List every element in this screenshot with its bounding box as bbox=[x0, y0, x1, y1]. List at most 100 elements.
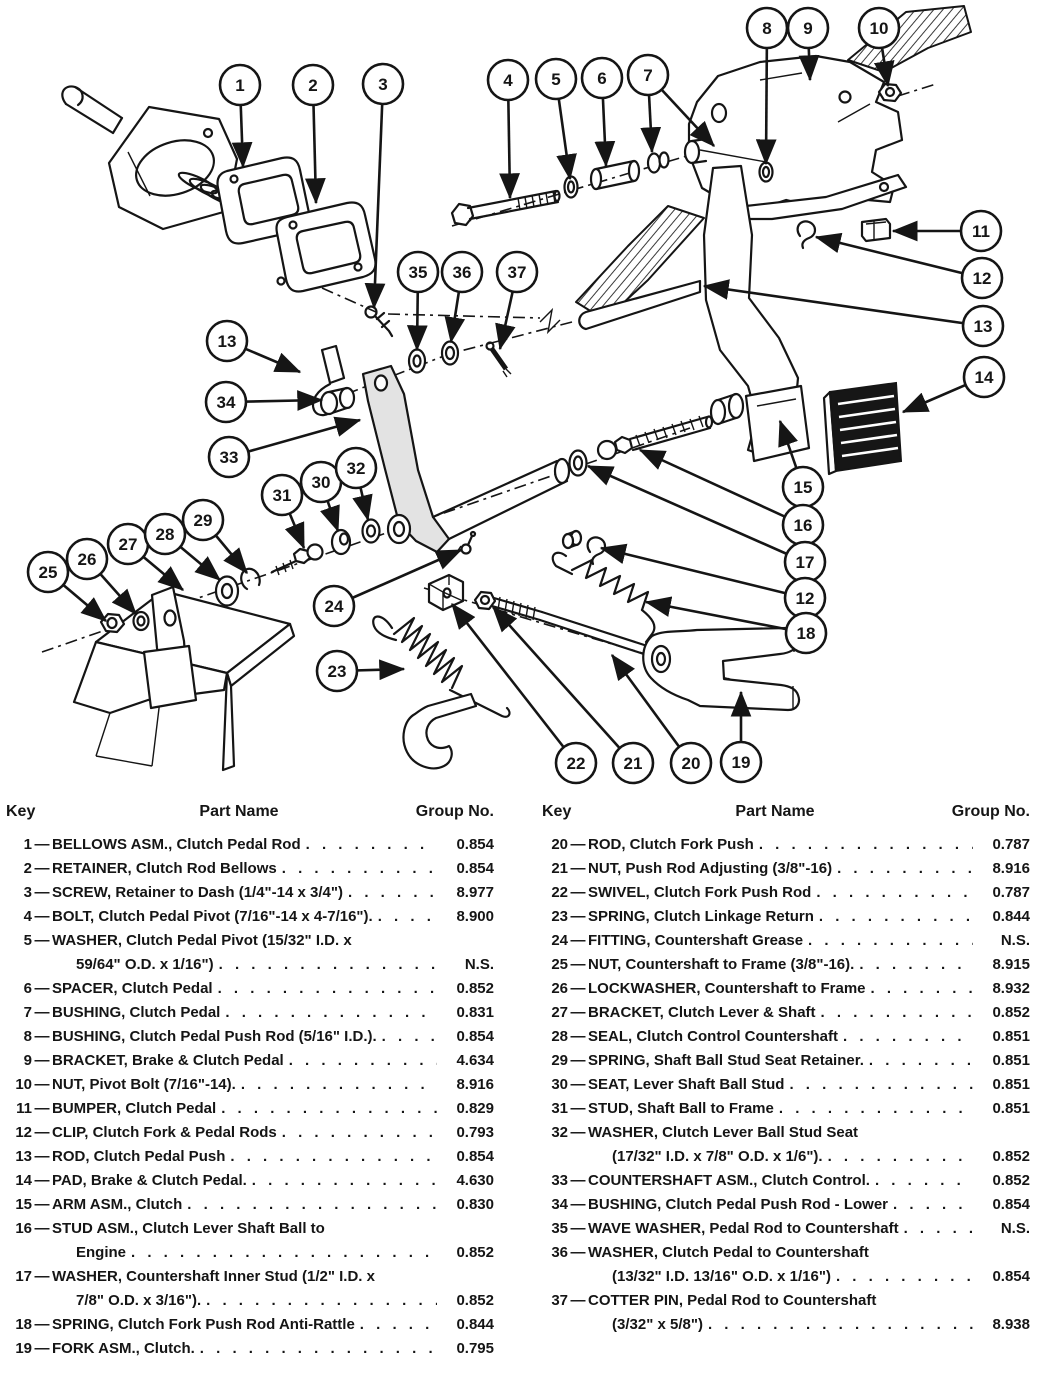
part-row-13: 13—ROD, Clutch Pedal Push. . . . . . . .… bbox=[6, 1145, 494, 1169]
key-dash: — bbox=[34, 884, 50, 901]
part-name-text: SCREW, Retainer to Dash (1/4"-14 x 3/4") bbox=[52, 884, 343, 901]
dot-leader: . . . . . . . . . . . . . . . . . . . . … bbox=[870, 980, 973, 997]
dot-leader: . . . . . . . . . . . . . . . . . . . . … bbox=[381, 1028, 437, 1045]
key-dash: — bbox=[570, 860, 586, 877]
group-no-header: Group No. bbox=[951, 803, 1030, 820]
part-row-10: 10—NUT, Pivot Bolt (7/16"-14).. . . . . … bbox=[6, 1073, 494, 1097]
part-group-no: 8.916 bbox=[456, 1076, 494, 1093]
callout-number-26: 26 bbox=[78, 550, 97, 569]
callout-36: 36 bbox=[440, 250, 484, 344]
callout-balloon-13 bbox=[205, 319, 249, 363]
part-name-text: 59/64" O.D. x 1/16") bbox=[76, 956, 214, 973]
dot-leader: . . . . . . . . . . . . . . . . . . . . … bbox=[359, 1316, 437, 1333]
part-name-text: SEAT, Lever Shaft Ball Stud bbox=[588, 1076, 785, 1093]
part-key: 28 bbox=[551, 1028, 568, 1045]
dot-leader: . . . . . . . . . . . . . . . . . . . . … bbox=[131, 1244, 437, 1261]
callout-number-37: 37 bbox=[508, 263, 527, 282]
part-row-31: 31—STUD, Shaft Ball to Frame. . . . . . … bbox=[542, 1097, 1030, 1121]
dot-leader: . . . . . . . . . . . . . . . . . . . . … bbox=[789, 1076, 973, 1093]
part-group-no: 8.932 bbox=[992, 980, 1030, 997]
part-name-text: (3/32" x 5/8") bbox=[612, 1316, 703, 1333]
return-spring-drawing bbox=[372, 615, 511, 718]
part-key: 18 bbox=[15, 1316, 32, 1333]
key-dash: — bbox=[570, 908, 586, 925]
callout-balloon-37 bbox=[495, 250, 539, 294]
part-group-no: 0.852 bbox=[992, 1148, 1030, 1165]
part-name: WASHER, Clutch Lever Ball Stud Seat(17/3… bbox=[588, 1121, 978, 1169]
callout-balloon-29 bbox=[181, 498, 225, 542]
part-group-no: 0.854 bbox=[992, 1196, 1030, 1213]
key-dash: — bbox=[34, 1340, 50, 1357]
callout-leader-8 bbox=[755, 27, 777, 166]
dot-leader: . . . . . . . . . . . . . . . . . . . . … bbox=[808, 932, 973, 949]
part-row-37: 37—COTTER PIN, Pedal Rod to Countershaft… bbox=[542, 1289, 1030, 1337]
part-row-19: 19—FORK ASM., Clutch.. . . . . . . . . .… bbox=[6, 1337, 494, 1361]
pedal-pad-drawing bbox=[822, 381, 903, 476]
part-row-1: 1—BELLOWS ASM., Clutch Pedal Rod. . . . … bbox=[6, 833, 494, 857]
callout-number-28: 28 bbox=[156, 525, 175, 544]
part-name-text: BOLT, Clutch Pedal Pivot (7/16"-14 x 4-7… bbox=[52, 908, 373, 925]
key-dash: — bbox=[570, 1076, 586, 1093]
bumper-drawing bbox=[860, 217, 892, 243]
part-name: SPRING, Clutch Linkage Return. . . . . .… bbox=[588, 905, 978, 929]
part-row-14: 14—PAD, Brake & Clutch Pedal.. . . . . .… bbox=[6, 1169, 494, 1193]
callout-1: 1 bbox=[218, 63, 262, 169]
part-group-no: 0.830 bbox=[456, 1196, 494, 1213]
part-group-no: 0.852 bbox=[992, 1004, 1030, 1021]
part-row-21: 21—NUT, Push Rod Adjusting (3/8"-16). . … bbox=[542, 857, 1030, 881]
key-dash: — bbox=[570, 1052, 586, 1069]
part-key: 25 bbox=[551, 956, 568, 973]
part-row-8: 8—BUSHING, Clutch Pedal Push Rod (5/16" … bbox=[6, 1025, 494, 1049]
callout-26: 26 bbox=[65, 537, 137, 615]
part-group-no: 0.844 bbox=[456, 1316, 494, 1333]
part-name: ROD, Clutch Pedal Push. . . . . . . . . … bbox=[52, 1145, 442, 1169]
callout-number-4: 4 bbox=[503, 71, 513, 90]
callout-leader-13 bbox=[702, 279, 984, 328]
dot-leader: . . . . . . . . . . . . . . . . . . . . … bbox=[305, 836, 437, 853]
part-group-no: 0.852 bbox=[456, 1244, 494, 1261]
callout-10: 10 bbox=[857, 6, 901, 88]
callout-balloon-12 bbox=[960, 256, 1004, 300]
part-name-text: WASHER, Clutch Pedal Pivot (15/32" I.D. … bbox=[52, 932, 352, 949]
part-name-text: BELLOWS ASM., Clutch Pedal Rod bbox=[52, 836, 301, 853]
part-group-no: 0.851 bbox=[992, 1052, 1030, 1069]
callout-13: 13 bbox=[205, 319, 302, 374]
part-row-20: 20—ROD, Clutch Fork Push. . . . . . . . … bbox=[542, 833, 1030, 857]
dot-leader: . . . . . . . . . . . . . . . . . . . . … bbox=[843, 1028, 973, 1045]
part-name: SPRING, Clutch Fork Push Rod Anti-Rattle… bbox=[52, 1313, 442, 1337]
part-row-15: 15—ARM ASM., Clutch. . . . . . . . . . .… bbox=[6, 1193, 494, 1217]
part-key: 35 bbox=[551, 1220, 568, 1237]
part-name-text: ROD, Clutch Pedal Push bbox=[52, 1148, 226, 1165]
countershaft-assembly-drawing bbox=[361, 364, 571, 554]
part-group-no: N.S. bbox=[1000, 1220, 1030, 1237]
callout-number-33: 33 bbox=[220, 448, 239, 467]
part-name: BELLOWS ASM., Clutch Pedal Rod. . . . . … bbox=[52, 833, 442, 857]
part-group-no: N.S. bbox=[1000, 932, 1030, 949]
key-dash: — bbox=[570, 884, 586, 901]
part-name: BUSHING, Clutch Pedal Push Rod - Lower. … bbox=[588, 1193, 978, 1217]
part-name: BUSHING, Clutch Pedal Push Rod (5/16" I.… bbox=[52, 1025, 442, 1049]
part-group-no: 0.854 bbox=[456, 1028, 494, 1045]
key-dash: — bbox=[570, 932, 586, 949]
callout-balloon-21 bbox=[611, 741, 655, 785]
key-dash: — bbox=[34, 1004, 50, 1021]
part-row-36: 36—WASHER, Clutch Pedal to Countershaft(… bbox=[542, 1241, 1030, 1289]
part-key: 30 bbox=[551, 1076, 568, 1093]
part-name-text: 7/8" O.D. x 3/16"). bbox=[76, 1292, 202, 1309]
callout-number-31: 31 bbox=[273, 486, 292, 505]
callout-number-9: 9 bbox=[803, 19, 812, 38]
part-name-text: SPRING, Clutch Fork Push Rod Anti-Rattle bbox=[52, 1316, 355, 1333]
part-row-26: 26—LOCKWASHER, Countershaft to Frame. . … bbox=[542, 977, 1030, 1001]
part-row-30: 30—SEAT, Lever Shaft Ball Stud. . . . . … bbox=[542, 1073, 1030, 1097]
part-key: 10 bbox=[15, 1076, 32, 1093]
key-dash: — bbox=[570, 980, 586, 997]
key-dash: — bbox=[570, 1196, 586, 1213]
part-row-32: 32—WASHER, Clutch Lever Ball Stud Seat(1… bbox=[542, 1121, 1030, 1169]
callout-number-36: 36 bbox=[453, 263, 472, 282]
fork-rod-clip-drawing bbox=[561, 529, 607, 566]
part-row-3: 3—SCREW, Retainer to Dash (1/4"-14 x 3/4… bbox=[6, 881, 494, 905]
spring-hook-bracket-drawing bbox=[402, 692, 478, 770]
part-name: BRACKET, Clutch Lever & Shaft. . . . . .… bbox=[588, 1001, 978, 1025]
callout-number-29: 29 bbox=[194, 511, 213, 530]
